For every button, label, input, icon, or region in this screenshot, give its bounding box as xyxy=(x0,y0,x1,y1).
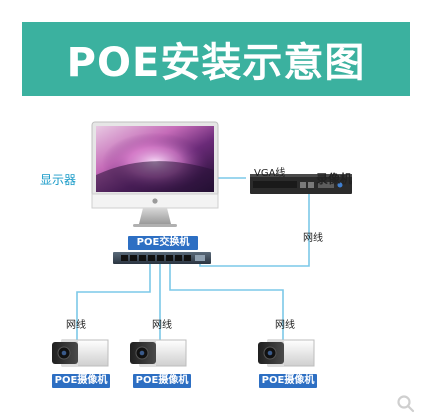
camera1-label: POE摄像机 xyxy=(52,374,110,388)
magnifier-icon[interactable] xyxy=(397,395,415,413)
camera-icon-1 xyxy=(52,339,109,367)
camera3-cable xyxy=(169,262,284,340)
recorder-label: 录像机 xyxy=(316,172,353,186)
switch-label: POE交换机 xyxy=(128,236,198,250)
camera1-cable xyxy=(76,262,151,340)
camera2-label: POE摄像机 xyxy=(133,374,191,388)
camera3-label: POE摄像机 xyxy=(259,374,317,388)
vga-label: VGA线 xyxy=(254,168,286,179)
camera-icon-3 xyxy=(258,339,315,367)
monitor-icon xyxy=(91,121,219,227)
switch-icon xyxy=(113,252,211,264)
page-title: POE安装示意图 xyxy=(66,40,366,86)
recorder-icon xyxy=(250,174,352,194)
monitor-label: 显示器 xyxy=(40,173,77,187)
title-banner: POE安装示意图 xyxy=(22,22,410,96)
camera1-cable-label: 网线 xyxy=(66,320,86,331)
camera2-cable-label: 网线 xyxy=(152,320,172,331)
recorder-cable-label: 网线 xyxy=(303,233,323,244)
camera-icon-2 xyxy=(130,339,187,367)
camera3-cable-label: 网线 xyxy=(275,320,295,331)
